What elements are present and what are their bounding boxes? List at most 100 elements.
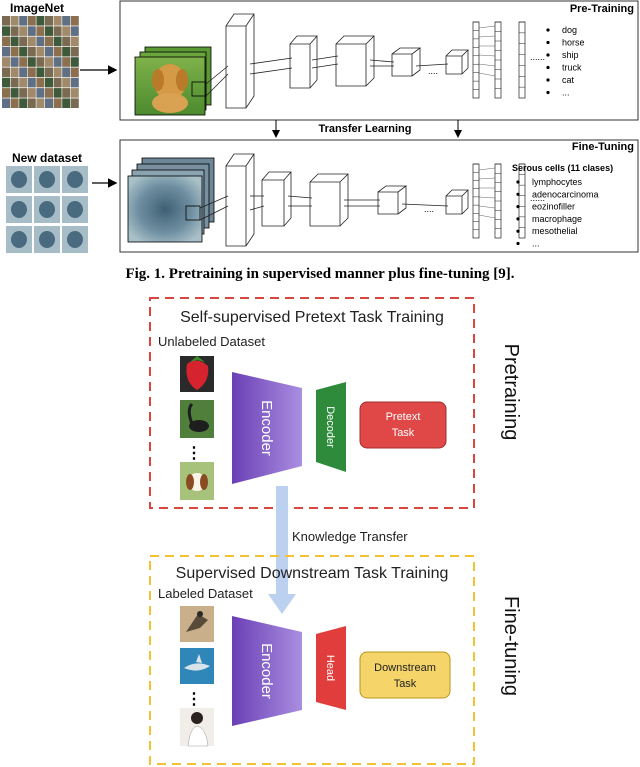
imagenet-thumb xyxy=(53,57,62,67)
dense-dots: ...... xyxy=(530,193,545,203)
imagenet-thumb xyxy=(36,26,45,36)
imagenet-label: ImageNet xyxy=(10,1,64,15)
imagenet-thumb xyxy=(27,57,36,67)
dog-thumbnail xyxy=(180,462,214,500)
class-bullet xyxy=(516,217,520,221)
dense-connection xyxy=(478,63,496,67)
imagenet-thumb xyxy=(45,98,53,108)
dense-connection xyxy=(478,167,496,171)
class-label: horse xyxy=(562,38,585,48)
pretext-task-box xyxy=(359,401,447,449)
imagenet-thumb xyxy=(36,77,45,88)
class-bullet xyxy=(546,53,550,57)
dense-column xyxy=(472,163,480,239)
imagenet-thumb xyxy=(10,46,19,57)
imagenet-thumb xyxy=(27,88,36,98)
pretrain-dense-layers: ...... xyxy=(472,21,545,99)
class-bullet xyxy=(516,180,520,184)
encoder-top-shape xyxy=(232,372,302,484)
finetune-dots: .... xyxy=(424,204,434,214)
pretext-region xyxy=(149,297,475,509)
imagenet-thumb xyxy=(27,46,36,57)
imagenet-thumb xyxy=(27,26,36,36)
imagenet-thumb xyxy=(2,36,10,47)
class-label: lymphocytes xyxy=(532,177,583,187)
imagenet-thumb xyxy=(27,36,36,47)
strawberry-thumbnail xyxy=(180,356,214,392)
class-bullet xyxy=(516,192,520,196)
imagenet-thumb xyxy=(10,36,19,47)
head-label: Head xyxy=(324,655,336,681)
class-bullet xyxy=(546,65,550,70)
unlabeled-ellipsis: ⋮ xyxy=(186,445,202,462)
imagenet-thumb xyxy=(10,57,19,67)
imagenet-thumb xyxy=(19,67,28,78)
class-bullet xyxy=(516,241,520,246)
finetune-dense-layers: ...... xyxy=(472,163,545,239)
imagenet-thumb xyxy=(70,46,79,57)
cell-nucleus xyxy=(67,171,83,188)
imagenet-thumb xyxy=(53,36,62,47)
finetuning-box xyxy=(119,139,639,253)
pretraining-title: Pre-Training xyxy=(570,3,634,15)
pretext-title: Self-supervised Pretext Task Training xyxy=(180,309,444,326)
imagenet-thumb xyxy=(62,77,71,88)
dog-image-stack xyxy=(134,46,212,116)
imagenet-thumb xyxy=(62,26,71,36)
dense-column xyxy=(518,163,526,239)
class-label: macrophage xyxy=(532,214,582,224)
cell-nucleus xyxy=(39,201,55,218)
decoder-label: Decoder xyxy=(324,406,336,448)
dense-connection xyxy=(478,72,496,77)
imagenet-thumb xyxy=(2,77,10,88)
transfer-learning-label: Transfer Learning xyxy=(319,123,412,135)
class-label: eozinofiller xyxy=(532,202,575,212)
class-bullet xyxy=(546,78,550,82)
imagenet-thumb xyxy=(45,26,53,36)
imagenet-thumb xyxy=(2,88,10,98)
cell-image-stack xyxy=(127,157,215,243)
class-bullet xyxy=(516,229,520,233)
shark-thumbnail xyxy=(180,648,214,684)
imagenet-thumb xyxy=(53,98,62,108)
class-label: ship xyxy=(562,50,579,60)
class-bullet xyxy=(546,40,550,45)
imagenet-thumb xyxy=(36,67,45,78)
imagenet-thumb xyxy=(70,16,79,26)
imagenet-thumb xyxy=(19,88,28,98)
imagenet-thumb xyxy=(70,26,79,36)
figure-1-caption: Fig. 1. Pretraining in supervised manner… xyxy=(125,266,515,282)
person-thumbnail xyxy=(180,708,214,747)
imagenet-thumb xyxy=(2,46,10,57)
imagenet-thumb xyxy=(53,77,62,88)
imagenet-thumb xyxy=(62,46,71,57)
downstream-region xyxy=(149,555,475,765)
cell-nucleus xyxy=(39,171,55,188)
cell-nucleus xyxy=(11,201,27,218)
imagenet-thumb xyxy=(2,57,10,67)
finetuning-title: Fine-Tuning xyxy=(572,141,634,153)
encoder-top-label: Encoder xyxy=(258,400,275,456)
class-bullet xyxy=(546,90,550,95)
imagenet-thumb xyxy=(19,77,28,88)
imagenet-thumb xyxy=(19,46,28,57)
imagenet-thumb xyxy=(10,67,19,78)
downstream-task-box xyxy=(359,651,451,699)
imagenet-thumb xyxy=(45,36,53,47)
imagenet-thumb xyxy=(53,26,62,36)
imagenet-thumb xyxy=(70,77,79,88)
dense-connection xyxy=(478,54,496,57)
imagenet-thumb xyxy=(27,16,36,26)
imagenet-thumb xyxy=(2,26,10,36)
cell-nucleus xyxy=(67,201,83,218)
imagenet-thumb xyxy=(62,88,71,98)
imagenet-thumb xyxy=(45,16,53,26)
class-label: ... xyxy=(562,88,570,98)
pretraining-box xyxy=(119,0,639,121)
dense-connection xyxy=(478,177,496,180)
head-shape xyxy=(316,626,346,710)
imagenet-thumb xyxy=(19,57,28,67)
imagenet-thumb xyxy=(62,98,71,108)
